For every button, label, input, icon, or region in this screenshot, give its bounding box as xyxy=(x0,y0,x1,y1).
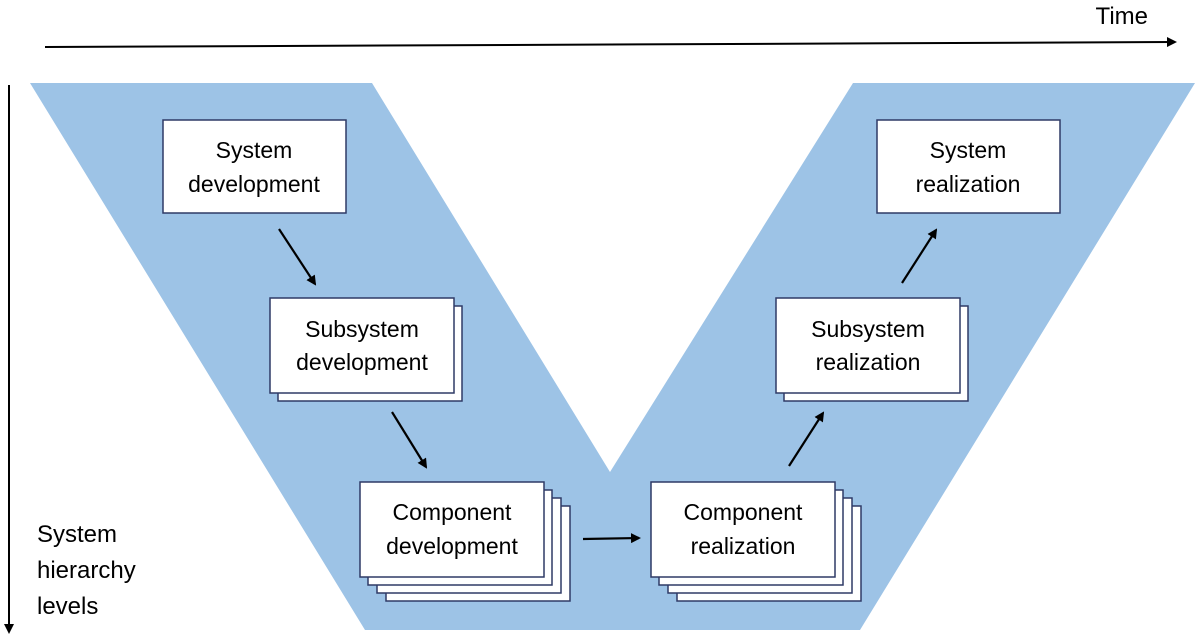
component-realization-box: Component realization xyxy=(650,481,862,602)
arrow-component-to-subsystem-realization xyxy=(788,411,825,467)
svg-text:development: development xyxy=(188,171,320,197)
system-realization-box: System realization xyxy=(876,119,1061,214)
svg-text:Subsystem: Subsystem xyxy=(811,316,925,342)
subsystem-realization-box: Subsystem realization xyxy=(775,297,969,402)
svg-text:development: development xyxy=(386,533,518,559)
component-development-box: Component development xyxy=(359,481,571,602)
arrow-subsystem-to-component-development xyxy=(391,411,428,469)
svg-text:realization: realization xyxy=(916,171,1021,197)
arrow-system-to-subsystem-development xyxy=(278,228,317,286)
arrow-subsystem-to-system-realization xyxy=(901,228,938,284)
svg-text:Subsystem: Subsystem xyxy=(305,316,419,342)
arrow-development-to-realization xyxy=(582,533,641,544)
svg-text:hierarchy: hierarchy xyxy=(37,557,136,584)
svg-text:development: development xyxy=(296,349,428,375)
svg-text:System: System xyxy=(930,137,1007,163)
svg-text:realization: realization xyxy=(691,533,796,559)
svg-text:System: System xyxy=(216,137,293,163)
system-development-box: System development xyxy=(162,119,347,214)
v-shape-background xyxy=(30,83,1195,630)
svg-text:Component: Component xyxy=(393,499,513,525)
svg-text:realization: realization xyxy=(816,349,921,375)
svg-text:System: System xyxy=(37,521,117,548)
subsystem-development-box: Subsystem development xyxy=(269,297,463,402)
time-axis-label: Time xyxy=(1096,3,1148,30)
svg-text:levels: levels xyxy=(37,593,98,620)
svg-text:Component: Component xyxy=(684,499,804,525)
time-axis-arrow xyxy=(44,37,1177,48)
hierarchy-axis-label: System hierarchy levels xyxy=(37,521,136,620)
